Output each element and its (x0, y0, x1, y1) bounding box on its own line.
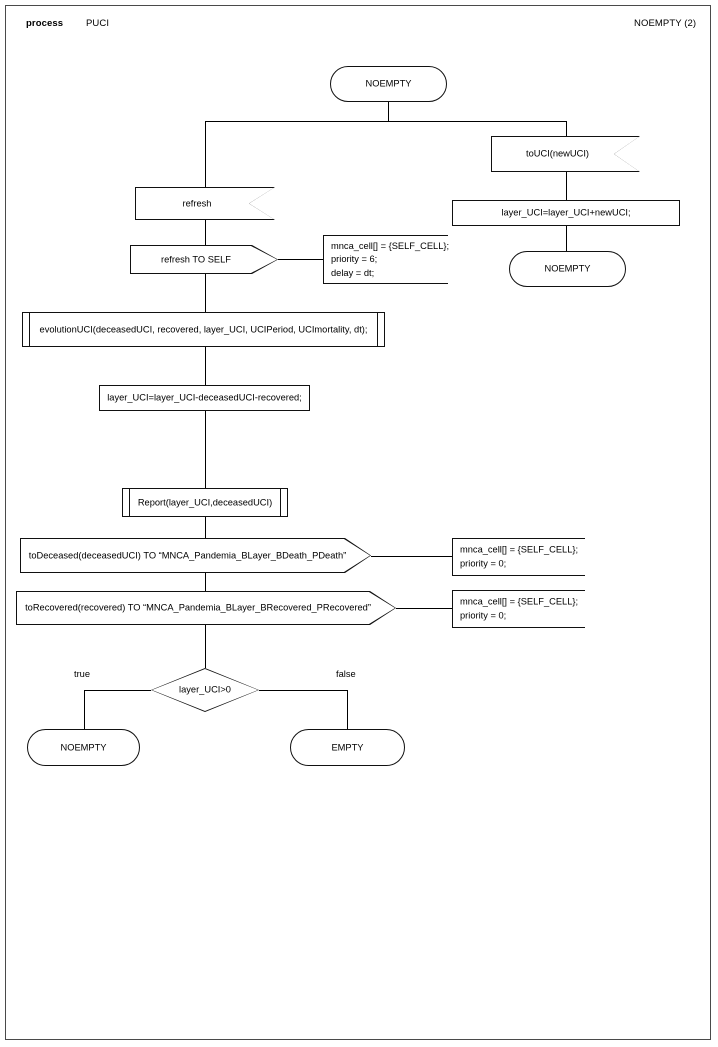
comment-recovered: mnca_cell[] = {SELF_CELL}; priority = 0; (452, 590, 585, 628)
connector-fork-right-down (566, 121, 567, 136)
comment-deceased-text: mnca_cell[] = {SELF_CELL}; priority = 0; (460, 544, 579, 569)
state-right-noempty[interactable]: NOEMPTY (509, 251, 626, 287)
output-to-recovered[interactable]: toRecovered(recovered) TO “MNCA_Pandemia… (16, 591, 396, 625)
comment-refresh-self: mnca_cell[] = {SELF_CELL}; priority = 6;… (323, 235, 450, 284)
connector-false-down (347, 690, 348, 729)
state-true-noempty-label: NOEMPTY (60, 741, 107, 752)
output-to-recovered-label: toRecovered(recovered) TO “MNCA_Pandemia… (25, 602, 371, 613)
connector-false-horizontal (259, 690, 348, 691)
output-refresh-to-self-label: refresh TO SELF (161, 253, 231, 264)
header-kind: process (26, 18, 64, 29)
input-touci[interactable]: toUCI(newUCI) (491, 136, 640, 172)
header-page-label: NOEMPTY (2) (634, 18, 697, 29)
state-start-noempty-label: NOEMPTY (365, 78, 412, 89)
comment-deceased: mnca_cell[] = {SELF_CELL}; priority = 0; (452, 538, 585, 576)
task-layer-sub-label: layer_UCI=layer_UCI-deceasedUCI-recovere… (107, 392, 302, 403)
connector-output-to-proc (205, 274, 206, 312)
state-true-noempty[interactable]: NOEMPTY (27, 729, 140, 766)
comment-refresh-self-text: mnca_cell[] = {SELF_CELL}; priority = 6;… (331, 240, 450, 278)
state-false-empty-label: EMPTY (331, 741, 364, 752)
task-layer-add[interactable]: layer_UCI=layer_UCI+newUCI; (452, 200, 680, 226)
task-layer-add-label: layer_UCI=layer_UCI+newUCI; (501, 207, 631, 218)
output-to-deceased-fill (21, 539, 370, 572)
decision-layer-uci-positive-label: layer_UCI>0 (179, 684, 231, 695)
connector-refresh-to-output (205, 220, 206, 245)
state-false-empty[interactable]: EMPTY (290, 729, 405, 766)
procedure-report-label: Report(layer_UCI,deceasedUCI) (137, 496, 273, 507)
comment-leader-deceased (371, 556, 452, 557)
connector-true-horizontal (84, 690, 151, 691)
comment-recovered-text: mnca_cell[] = {SELF_CELL}; priority = 0; (460, 596, 579, 621)
output-refresh-to-self-fill (131, 246, 277, 273)
state-start-noempty[interactable]: NOEMPTY (330, 66, 447, 102)
input-refresh-label: refresh (182, 197, 212, 208)
branch-label-true: true (74, 669, 91, 679)
connector-recovered-to-decision (205, 625, 206, 668)
connector-true-down (84, 690, 85, 729)
connector-task-to-state-right (566, 226, 567, 251)
output-refresh-to-self[interactable]: refresh TO SELF (130, 245, 278, 274)
output-to-deceased[interactable]: toDeceased(deceasedUCI) TO “MNCA_Pandemi… (20, 538, 371, 573)
comment-leader-recovered (396, 608, 452, 609)
connector-touci-to-task (566, 172, 567, 200)
connector-task2-to-report (205, 411, 206, 488)
output-to-recovered-fill (17, 592, 395, 624)
procedure-evolution-uci-label: evolutionUCI(deceasedUCI, recovered, lay… (39, 323, 368, 334)
state-right-noempty-label: NOEMPTY (544, 263, 591, 274)
connector-fork-left-down (205, 121, 206, 187)
connector-proc-to-task2 (205, 347, 206, 385)
connector-start-down (388, 102, 389, 121)
task-layer-sub[interactable]: layer_UCI=layer_UCI-deceasedUCI-recovere… (99, 385, 310, 411)
input-touci-label: toUCI(newUCI) (525, 148, 590, 159)
branch-label-false: false (336, 669, 356, 679)
procedure-evolution-uci[interactable]: evolutionUCI(deceasedUCI, recovered, lay… (22, 312, 385, 347)
connector-report-to-deceased (205, 517, 206, 538)
output-to-deceased-label: toDeceased(deceasedUCI) TO “MNCA_Pandemi… (28, 549, 347, 560)
header-process-name: PUCI (86, 18, 110, 29)
procedure-report[interactable]: Report(layer_UCI,deceasedUCI) (122, 488, 288, 517)
connector-fork-bus (205, 121, 567, 122)
connector-deceased-to-recovered (205, 573, 206, 591)
comment-leader-refresh-self (278, 259, 323, 260)
page-border (5, 5, 711, 1040)
